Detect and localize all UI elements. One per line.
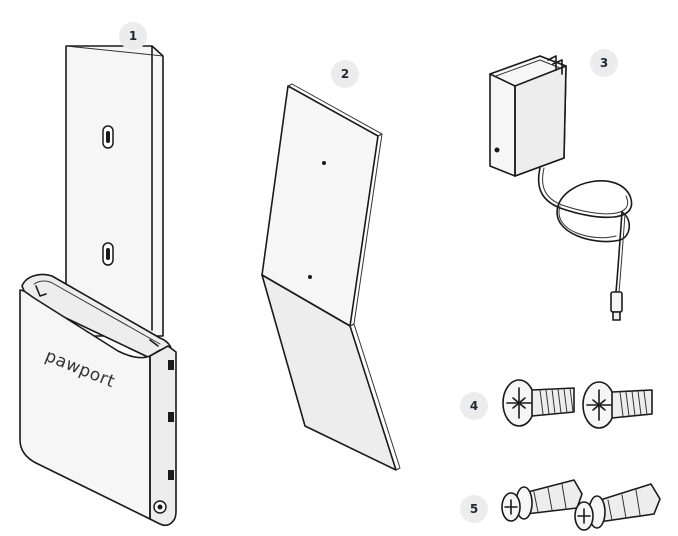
badge-5-label: 5 — [470, 502, 478, 516]
keyhole-slot-upper — [102, 125, 114, 149]
machine-screw-icon — [502, 379, 653, 429]
badge-1-label: 1 — [129, 29, 137, 43]
wall-anchor-screw-icon — [501, 479, 661, 531]
badge-4-label: 4 — [470, 399, 478, 413]
badge-2-label: 2 — [341, 67, 349, 81]
power-adapter-icon — [489, 55, 633, 321]
badge-2: 2 — [331, 60, 359, 88]
bracket-plate-icon — [261, 83, 401, 471]
machine-screw-right — [582, 381, 653, 429]
machine-screw-left — [502, 379, 575, 427]
anchor-screw-right — [574, 483, 661, 531]
mount-back-plate — [65, 45, 164, 337]
wall-mount-holder: pawport — [19, 45, 177, 527]
anchor-screw-left — [501, 479, 583, 522]
keyhole-slot-lower — [102, 242, 114, 266]
badge-5: 5 — [460, 495, 488, 523]
badge-3: 3 — [590, 49, 618, 77]
badge-1: 1 — [119, 22, 147, 50]
badge-4: 4 — [460, 392, 488, 420]
badge-3-label: 3 — [600, 56, 608, 70]
mount-sleeve: pawport — [19, 273, 177, 527]
